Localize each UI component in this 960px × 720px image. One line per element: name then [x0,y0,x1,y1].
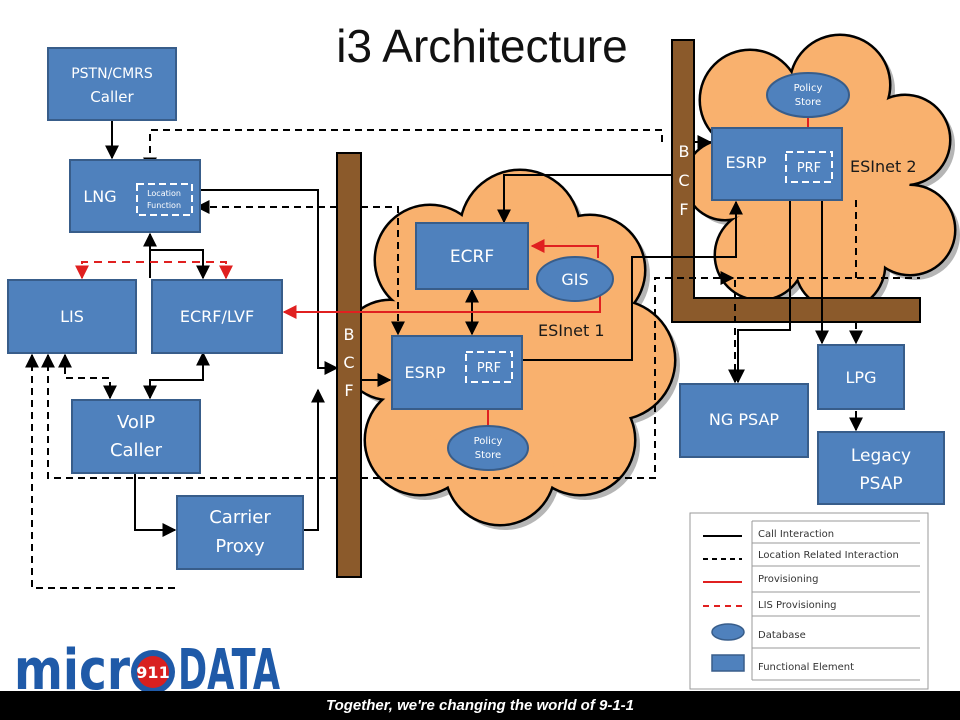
legend-label-lis-provisioning: LIS Provisioning [758,600,837,611]
pstn-caller-box[interactable]: PSTN/CMRS Caller [47,47,177,121]
carrier-proxy-line2: Proxy [215,536,265,557]
bcf1-letter-f: F [344,381,353,400]
location-function-line2: Function [147,201,181,210]
lng-box[interactable]: LNG Location Function [69,159,201,233]
location-function-line1: Location [147,189,181,198]
policy-store1-line1: Policy [474,436,503,447]
ecrf-box[interactable]: ECRF [415,222,529,290]
legend-symbol-functional-element [711,654,745,672]
logo-text-left: micr [14,638,130,691]
ng-psap-label: NG PSAP [709,410,780,429]
lis-provisioning-lines [75,261,233,280]
lng-label: LNG [83,187,116,206]
lpg-box[interactable]: LPG [817,344,905,410]
esrp1-box[interactable]: ESRP PRF [391,335,523,410]
policy-store2-line1: Policy [794,83,823,94]
pstn-caller-line1: PSTN/CMRS [71,66,153,82]
policy-store1-line2: Store [475,450,501,461]
gis-label: GIS [561,270,588,289]
bcf2-bar: B C F [671,39,921,323]
footer-banner: Together, we're changing the world of 9-… [0,691,960,720]
legend-label-call: Call Interaction [758,529,834,540]
pstn-caller-line2: Caller [90,88,134,106]
legend-label-functional-element: Functional Element [758,662,854,673]
lpg-label: LPG [846,368,877,387]
bcf1-letter-c: C [343,353,354,372]
legend-label-provisioning: Provisioning [758,574,818,585]
ng-psap-box[interactable]: NG PSAP [679,383,809,458]
esrp2-box[interactable]: ESRP PRF [711,127,843,201]
ecrf-lvf-label: ECRF/LVF [180,307,254,326]
esinet1-label: ESInet 1 [538,321,605,340]
voip-caller-box[interactable]: VoIP Caller [71,399,201,474]
micro-data-logo: micr 911 DATA [14,638,280,691]
legend-label-database: Database [758,630,806,641]
bcf1-letter-b: B [344,325,355,344]
bcf2-letter-c: C [678,171,689,190]
architecture-diagram: i3 Architecture [7,20,960,691]
location-interaction-lines [25,129,920,589]
page-title: i3 Architecture [336,20,627,72]
carrier-proxy-box[interactable]: Carrier Proxy [176,495,304,570]
bcf1-bar: B C F [336,152,362,578]
lis-box[interactable]: LIS [7,279,137,354]
ecrf-label: ECRF [450,247,494,267]
logo-badge-text: 911 [136,663,169,682]
legacy-psap-line2: PSAP [859,474,902,494]
lis-label: LIS [60,307,84,326]
voip-caller-line2: Caller [110,440,163,461]
prf1-box [465,351,513,383]
legend-symbol-database [711,623,745,641]
legend: Call Interaction Location Related Intera… [689,512,929,690]
esinet2-label: ESInet 2 [850,157,917,176]
bcf2-letter-f: F [679,200,688,219]
policy-store2-line2: Store [795,97,821,108]
legend-label-location: Location Related Interaction [758,550,899,561]
policy-store1-database[interactable]: Policy Store [447,425,529,471]
location-function-box [136,183,193,216]
gis-database[interactable]: GIS [536,256,614,302]
legacy-psap-box[interactable]: Legacy PSAP [817,431,945,505]
prf2-box [785,151,833,183]
bcf2-letter-b: B [679,142,690,161]
carrier-proxy-line1: Carrier [209,507,271,528]
prf2-label: PRF [797,161,821,176]
logo-text-right: DATA [178,638,280,691]
voip-caller-line1: VoIP [117,412,155,433]
legacy-psap-line1: Legacy [851,446,911,466]
esrp2-label: ESRP [725,153,766,172]
policy-store2-database[interactable]: Policy Store [766,72,850,118]
prf1-label: PRF [477,361,501,376]
ecrf-lvf-box[interactable]: ECRF/LVF [151,279,283,354]
esrp1-label: ESRP [404,363,445,382]
